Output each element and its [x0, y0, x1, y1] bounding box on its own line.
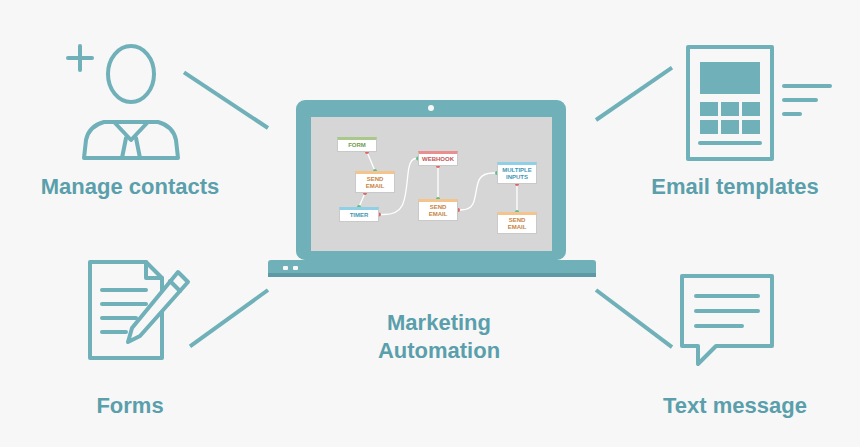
- feature-label: Email templates: [585, 173, 860, 201]
- workflow-link: [437, 166, 438, 199]
- laptop: [268, 100, 596, 277]
- feature-node: Manage contacts: [80, 40, 184, 160]
- message-icon: [682, 276, 772, 364]
- center-title: Marketing Automation: [354, 309, 524, 365]
- label-holder: Text message: [585, 392, 860, 420]
- workflow-link: [458, 173, 497, 210]
- step-label: TIMER: [341, 212, 377, 219]
- label-holder: Marketing Automation: [354, 309, 524, 365]
- laptop-node: Marketing AutomationFORMSEND EMAILTIMERW…: [268, 100, 596, 300]
- step-label: FORM: [339, 142, 375, 149]
- feature-label: Forms: [0, 392, 280, 420]
- template-icon: [688, 47, 830, 159]
- workflow-step: TIMER: [339, 207, 379, 222]
- feature-label: Text message: [585, 392, 860, 420]
- feature-node: Forms: [82, 258, 190, 362]
- label-holder: Email templates: [585, 173, 860, 201]
- workflow-step: MULTIPLE INPUTS: [497, 162, 537, 184]
- feature-label: Manage contacts: [0, 173, 280, 201]
- feature-link: [190, 290, 268, 346]
- workflow-step: SEND EMAIL: [497, 212, 537, 234]
- workflow-step: WEBHOOK: [418, 151, 458, 166]
- workflow-link: [359, 193, 365, 207]
- step-label: SEND EMAIL: [499, 217, 535, 230]
- feature-link: [596, 290, 672, 347]
- step-label: SEND EMAIL: [420, 204, 456, 217]
- workflow-step: FORM: [337, 137, 377, 152]
- label-holder: Manage contacts: [0, 173, 280, 201]
- workflow-step: SEND EMAIL: [355, 171, 395, 193]
- label-holder: Forms: [0, 392, 280, 420]
- step-label: MULTIPLE INPUTS: [499, 167, 535, 180]
- step-label: SEND EMAIL: [357, 176, 393, 189]
- feature-link: [184, 72, 268, 128]
- workflow-link: [516, 184, 517, 212]
- form-icon: [90, 262, 188, 358]
- contact-icon: [68, 46, 178, 158]
- workflow-link: [367, 152, 375, 171]
- feature-node: Email templates: [672, 44, 832, 162]
- feature-link: [596, 68, 672, 120]
- workflow-step: SEND EMAIL: [418, 199, 458, 221]
- step-label: WEBHOOK: [420, 156, 456, 163]
- feature-node: Text message: [672, 272, 776, 366]
